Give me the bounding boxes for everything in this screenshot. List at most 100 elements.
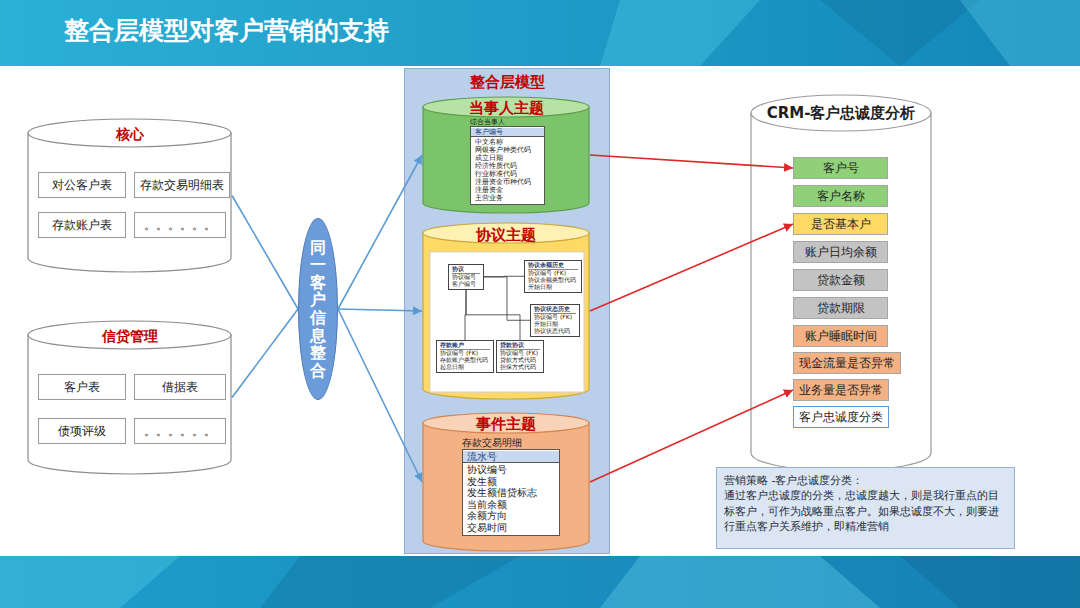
entity-name: 协议 <box>452 266 480 274</box>
attribute-name: 发生额借贷标志 <box>467 487 555 499</box>
database-cylinder: 当事人主题综合当事人客户编号中文名称网银客户种类代码成立日期经济性质代码行业标准… <box>422 96 590 214</box>
table-box: 。。。。。。 <box>134 418 226 444</box>
entity-frame: 流水号协议编号发生额发生额借贷标志当前余额余额方向交易时间 <box>462 449 560 537</box>
database-cylinder: 核心对公客户表存款交易明细表存款账户表。。。。。。 <box>27 118 232 273</box>
field-name: 客户忠诚度分类 <box>799 409 883 426</box>
field-name: 现金流量是否异常 <box>799 355 895 372</box>
attribute-name: 贷款方式代码 <box>500 357 540 364</box>
title-facet <box>960 0 1080 66</box>
cylinder-body <box>28 335 231 474</box>
attribute-name: 当前余额 <box>467 499 555 511</box>
attribute-name: 主营业务 <box>475 194 540 202</box>
entity-table: 存款交易明细流水号协议编号发生额发生额借贷标志当前余额余额方向交易时间 <box>462 437 560 536</box>
field-name: 是否基本户 <box>811 216 871 233</box>
field-box: 客户名称 <box>793 185 888 207</box>
process-ellipse: 同一客户信息整合 <box>298 218 338 400</box>
cylinder-title: 信贷管理 <box>27 328 232 345</box>
bottom-band <box>0 556 1080 608</box>
entity-name: 协议余额历史 <box>528 262 578 270</box>
entity-frame: 客户编号中文名称网银客户种类代码成立日期经济性质代码行业标准代码注册资金币种代码… <box>470 126 545 205</box>
field-box: 账户睡眠时间 <box>793 325 888 347</box>
table-box: 借据表 <box>134 374 226 400</box>
flow-arrow <box>338 309 422 311</box>
table-box: 存款交易明细表 <box>134 172 230 198</box>
table-box: 对公客户表 <box>38 172 126 198</box>
entity-frame: 协议协议编号客户编号 <box>448 264 484 290</box>
attribute-name: 起息日期 <box>440 364 490 371</box>
field-name: 客户名称 <box>817 188 865 205</box>
field-box: 贷款金额 <box>793 269 888 291</box>
note-heading: 营销策略 -客户忠诚度分类： <box>724 473 1007 488</box>
er-entity: 协议余额历史协议编号 (FK)协议余额类型代码开始日期 <box>524 260 582 293</box>
title-facet <box>600 0 760 66</box>
field-name: 贷款期限 <box>817 300 865 317</box>
cylinder-body <box>28 133 231 272</box>
attribute-name: 网银客户种类代码 <box>475 146 540 154</box>
cylinder-title: 协议主题 <box>422 226 590 244</box>
er-entity: 协议协议编号客户编号 <box>448 264 484 290</box>
note-body: 通过客户忠诚度的分类，忠诚度越大，则是我行重点的目标客户，可作为战略重点客户。如… <box>724 488 1007 534</box>
entity-table: 综合当事人客户编号中文名称网银客户种类代码成立日期经济性质代码行业标准代码注册资… <box>470 118 545 205</box>
cylinder-title: 当事人主题 <box>422 99 590 117</box>
field-box: 贷款期限 <box>793 297 888 319</box>
relationship-line <box>484 277 530 320</box>
data-flow-line <box>232 309 298 398</box>
table-name: 存款账户表 <box>52 217 112 234</box>
attribute-name: 发生额 <box>467 476 555 488</box>
cylinder-top <box>423 223 589 243</box>
attribute-name: 成立日期 <box>475 154 540 162</box>
slide-title: 整合层模型对客户营销的支持 <box>64 14 389 47</box>
field-box: 客户忠诚度分类 <box>793 406 889 428</box>
database-cylinder: 信贷管理客户表 借据表债项评级 。。。。。。 <box>27 320 232 475</box>
er-entity: 协议状态历史协议编号 (FK)开始日期协议状态代码 <box>530 304 580 337</box>
process-label: 同一客户信息整合 <box>310 239 326 380</box>
relationship-line <box>466 290 520 340</box>
cylinder-body <box>423 233 589 399</box>
band-facet <box>0 556 180 608</box>
table-name: 存款交易明细表 <box>140 177 224 194</box>
relationship-line <box>484 276 524 278</box>
cylinder-top <box>423 413 589 433</box>
table-name: 。。。。。。 <box>144 217 216 234</box>
attribute-name: 协议编号 (FK) <box>500 350 540 357</box>
flow-arrow <box>338 155 422 309</box>
flow-arrow <box>590 224 793 311</box>
attribute-name: 协议编号 (FK) <box>534 314 576 321</box>
field-name: 客户号 <box>823 160 859 177</box>
database-cylinder: 协议主题协议协议编号客户编号 协议余额历史协议编号 (FK)协议余额类型代码开始日… <box>422 222 590 400</box>
table-name: 债项评级 <box>58 423 106 440</box>
database-cylinder: CRM-客户忠诚度分析客户号客户名称是否基本户账户日均余额贷款金额贷款期限账户睡… <box>750 94 932 472</box>
field-name: 账户日均余额 <box>805 244 877 261</box>
entity-frame: 协议状态历史协议编号 (FK)开始日期协议状态代码 <box>530 304 580 337</box>
field-name: 账户睡眠时间 <box>805 328 877 345</box>
table-name: 借据表 <box>162 379 198 396</box>
data-flow-line <box>232 196 298 310</box>
flow-arrow <box>590 155 793 168</box>
attribute-name: 交易时间 <box>467 522 555 534</box>
table-box: 客户表 <box>38 374 126 400</box>
table-name: 对公客户表 <box>52 177 112 194</box>
field-name: 贷款金额 <box>817 272 865 289</box>
entity-frame: 协议余额历史协议编号 (FK)协议余额类型代码开始日期 <box>524 260 582 293</box>
cylinder-top <box>28 321 231 349</box>
table-box: 。。。。。。 <box>134 212 226 238</box>
field-name: 业务量是否异常 <box>799 382 883 399</box>
er-entity: 贷款协议协议编号 (FK)贷款方式代码担保方式代码 <box>496 340 544 373</box>
attribute-name: 协议编号 <box>452 274 480 281</box>
cylinder-top <box>28 119 231 147</box>
cylinder-body <box>751 113 931 471</box>
table-name: 。。。。。。 <box>144 423 216 440</box>
band-facet <box>900 556 1080 608</box>
field-box: 客户号 <box>793 157 888 179</box>
table-box: 债项评级 <box>38 418 126 444</box>
field-box: 现金流量是否异常 <box>793 352 901 374</box>
model-panel: 整合层模型当事人主题综合当事人客户编号中文名称网银客户种类代码成立日期经济性质代… <box>404 68 610 554</box>
cylinder-body <box>423 107 589 213</box>
attribute-name: 存款账户类型代码 <box>440 357 490 364</box>
attribute-name: 注册资金 <box>475 186 540 194</box>
cylinder-top <box>423 97 589 117</box>
note-box: 营销策略 -客户忠诚度分类：通过客户忠诚度的分类，忠诚度越大，则是我行重点的目标… <box>716 467 1015 549</box>
entity-frame: 存款账户协议编号 (FK)存款账户类型代码起息日期 <box>436 340 494 373</box>
table-name: 客户表 <box>64 379 100 396</box>
